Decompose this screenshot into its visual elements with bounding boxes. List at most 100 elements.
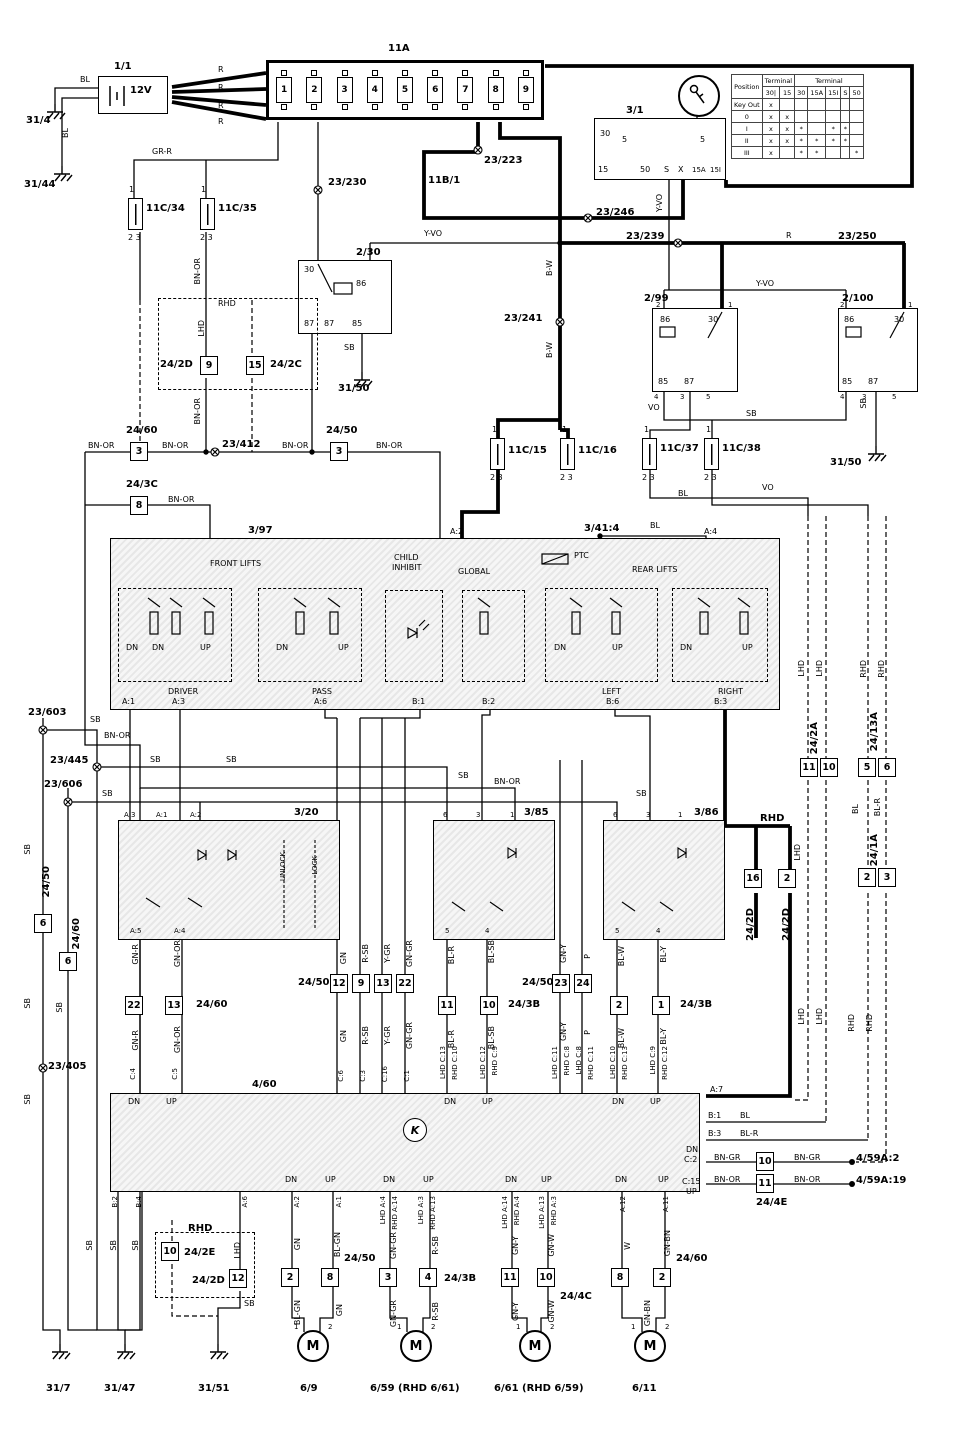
wire-color-label: GN-Y [511, 1236, 520, 1256]
terminal-label: 30 [894, 315, 905, 324]
splice-id: 23/445 [50, 755, 89, 766]
connector-pin-box: 8 [611, 1268, 629, 1287]
fuse-number: 2 [306, 77, 323, 103]
connector-id: 24/50 [522, 977, 554, 988]
connector-id: 24/3B [508, 999, 541, 1010]
ground-id: 31/50 [830, 457, 862, 468]
table-cell: x [761, 134, 781, 147]
wire-color-label: VO [648, 403, 660, 412]
window-motor: M [634, 1330, 666, 1362]
switch-position-label: UP [612, 643, 623, 652]
terminal-label: 87 [304, 319, 315, 328]
wire-color-label: GN [339, 952, 348, 965]
table-cell: * [807, 146, 827, 159]
fuse-pin-bottom [281, 104, 288, 110]
connector-pin-box: 24 [574, 974, 592, 993]
pin-label: 4 [654, 393, 659, 401]
ground-id: 31/47 [104, 1383, 136, 1394]
pin-label: 2 [840, 301, 845, 309]
wire-color-label: GR-R [152, 147, 172, 156]
section-label: DRIVER [168, 687, 199, 696]
pin-label: A:2 [450, 527, 464, 536]
wire-color-label: BN-OR [376, 441, 403, 450]
variant-label: RHD [865, 1014, 874, 1032]
pin-label: 1 [294, 1323, 299, 1331]
connector-id: 24/2D [781, 908, 792, 941]
table-cell: * [794, 146, 809, 159]
wire-color-label: BL [740, 1111, 750, 1120]
pin-label: RHD C:9 [491, 1046, 499, 1076]
table-cell: 15I [825, 86, 842, 99]
pin-label: LHD C:13 [439, 1046, 447, 1079]
connector-pin-box: 10 [480, 996, 498, 1015]
pin-label: 1 [201, 185, 207, 194]
switch-position-label: UP [482, 1097, 493, 1106]
connector-id: 24/2D [160, 359, 193, 370]
window-motor: M [297, 1330, 329, 1362]
pin-label: 1 [129, 185, 135, 194]
component-id: 11C/37 [660, 443, 699, 454]
switch-position-label: UP [423, 1175, 434, 1184]
wire-color-label: GN-R [131, 944, 140, 965]
connector-pin-box: 8 [130, 496, 148, 515]
table-cell: S [840, 86, 851, 99]
connector-pin-box: 6 [34, 914, 52, 933]
wire-color-label: R [218, 65, 224, 74]
section-label: REAR LIFTS [632, 565, 678, 574]
connector-pin-box: 3 [379, 1268, 397, 1287]
right-switch-group [672, 588, 768, 682]
component-id: 2/30 [356, 247, 381, 258]
pin-label: 2 3 [704, 473, 717, 482]
table-cell [807, 110, 827, 123]
table-cell: * [825, 122, 842, 135]
fuse-pin-top [401, 70, 408, 76]
pin-label: A:6 [314, 697, 328, 706]
fuse-11c16 [560, 438, 575, 470]
pin-label: 2 3 [642, 473, 655, 482]
pin-label: 1 [908, 301, 913, 309]
connector-pin-box: 4 [419, 1268, 437, 1287]
table-cell [825, 146, 842, 159]
wire-color-label: R-SB [431, 1236, 440, 1255]
terminal-label: 86 [356, 279, 367, 288]
connector-pin-box: 11 [501, 1268, 519, 1287]
wire-color-label: SB [55, 1002, 64, 1013]
component-id: 6/61 (RHD 6/59) [494, 1383, 584, 1394]
pin-label: LHD A:13 [538, 1196, 546, 1229]
table-cell: 15 [779, 86, 796, 99]
variant-label: RHD [760, 813, 785, 824]
pin-label: RHD A:4 [513, 1196, 521, 1226]
switch-position-label: DN [276, 643, 289, 652]
wire-color-label: BN-OR [794, 1175, 821, 1184]
pin-label: 2 3 [560, 473, 573, 482]
fuse-pin-top [311, 70, 318, 76]
connector-pin-box: 12 [330, 974, 348, 993]
driver-switch-group [118, 588, 232, 682]
variant-label: RHD [859, 660, 868, 678]
wire-color-label: GN-BN [663, 1230, 672, 1257]
switch-position-label: UP [338, 643, 349, 652]
table-cell: * [807, 134, 827, 147]
terminal-label: 5 [622, 135, 628, 144]
table-cell [779, 146, 796, 159]
table-cell [825, 110, 842, 123]
table-cell: * [825, 134, 842, 147]
table-cell: Key Out [731, 98, 763, 111]
table-cell: * [794, 134, 809, 147]
fuse-pin-top [492, 70, 499, 76]
pin-label: 1 [644, 425, 650, 434]
pin-label: C:6 [337, 1070, 345, 1082]
wire-color-label: B-W [545, 342, 554, 358]
pin-label: 1 [492, 425, 498, 434]
window-motor: M [400, 1330, 432, 1362]
table-cell: I [731, 122, 763, 135]
table-cell: * [840, 122, 851, 135]
switch-position-label: DN [686, 1145, 699, 1154]
fuse-pin-bottom [311, 104, 318, 110]
wire-color-label: Y-GR [383, 1026, 392, 1045]
pin-label: 5 [615, 927, 620, 935]
wire-color-label: BL-SB [487, 940, 496, 964]
pin-label: RHD C:13 [621, 1046, 629, 1080]
fuse-11c37 [642, 438, 657, 470]
component-id: 11C/16 [578, 445, 617, 456]
